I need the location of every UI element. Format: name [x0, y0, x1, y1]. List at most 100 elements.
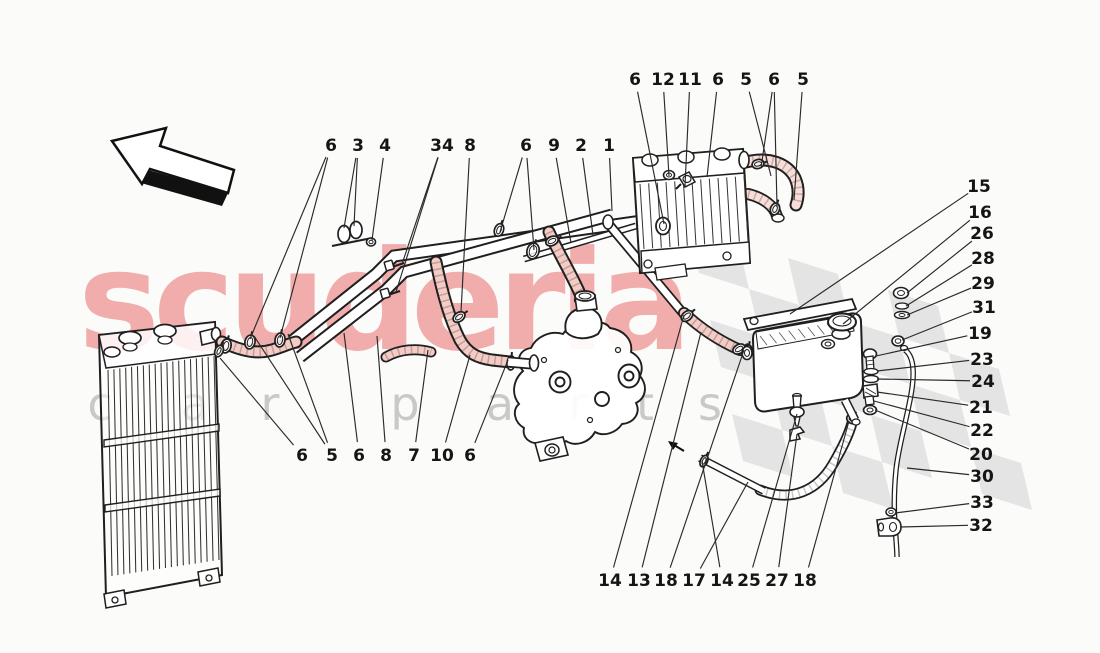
tank-hatch-line	[788, 330, 796, 340]
flag-cell	[949, 353, 1010, 416]
hose-clamp	[213, 341, 225, 358]
callout-5: 5	[797, 70, 809, 90]
radiator-fin	[125, 367, 131, 574]
leader-line	[555, 157, 572, 244]
cooler-hose-upper-core	[741, 155, 803, 210]
callout-13: 13	[627, 571, 651, 591]
coolant-pipes	[287, 208, 686, 363]
leader-line	[876, 391, 969, 406]
clamp-screw	[705, 451, 710, 456]
radiator-hose-core	[217, 337, 301, 357]
leader-line	[906, 467, 970, 476]
radiator-fin	[172, 361, 178, 567]
leader-line	[279, 157, 329, 339]
radiator	[97, 320, 224, 609]
watermark-letter: s	[698, 377, 722, 431]
leader-line	[474, 359, 509, 444]
callout-5: 5	[326, 446, 338, 466]
clamp-screw	[557, 235, 562, 240]
leader-line	[526, 157, 535, 251]
level-sensor	[789, 392, 805, 427]
leader-line	[789, 192, 969, 315]
callout-15: 15	[967, 177, 991, 197]
clamp-screw	[500, 219, 504, 225]
clamp-ring-inner	[454, 313, 464, 321]
cooler-fin	[691, 179, 697, 246]
bleed-pipe-core	[698, 455, 766, 494]
leader-line	[901, 311, 973, 341]
radiator-fin	[166, 362, 172, 568]
flow-arrow-icon	[668, 441, 685, 452]
clamp-ring-inner	[216, 347, 222, 355]
clamp-screw	[691, 308, 696, 313]
cooler-fin	[708, 178, 714, 244]
leader-line	[699, 481, 749, 569]
radiator-fin	[154, 363, 161, 569]
leader-line	[669, 349, 745, 568]
callout-19: 19	[968, 324, 992, 344]
tank-hatch-line	[797, 328, 806, 339]
leader-line	[343, 332, 358, 443]
leader-line	[760, 91, 773, 169]
clamp-ring-inner	[528, 245, 538, 257]
leader-line	[701, 460, 721, 568]
callout-8: 8	[380, 446, 392, 466]
leader-line	[752, 413, 798, 568]
leader-line	[219, 357, 295, 446]
cooler-fin	[648, 183, 654, 249]
leader-line	[609, 157, 613, 212]
leader-line	[873, 400, 970, 428]
cooler-fin	[665, 181, 671, 248]
callout-6: 6	[629, 70, 641, 90]
radiator-fin	[113, 369, 119, 576]
tank-hatch-line	[817, 325, 825, 335]
callout-10: 10	[430, 446, 454, 466]
radiator-fin	[142, 365, 149, 571]
callout-25: 25	[737, 571, 761, 591]
cooler-fin	[639, 183, 645, 250]
callout-6: 6	[464, 446, 476, 466]
tank-drain-hose-core	[756, 419, 856, 499]
clamp-ring-inner	[547, 237, 557, 245]
tank-drain-hose-hatch	[758, 421, 856, 499]
callout-6: 6	[768, 70, 780, 90]
radiator-fin	[160, 362, 167, 569]
leader-line	[842, 219, 971, 325]
callout-2: 2	[575, 136, 587, 156]
radiator-fin	[201, 357, 208, 562]
callout-14: 14	[710, 571, 734, 591]
callout-6: 6	[325, 136, 337, 156]
hose-clamp	[452, 310, 469, 324]
leader-line	[343, 157, 357, 229]
leader-line	[748, 91, 772, 177]
leader-line	[287, 333, 329, 443]
leader-line	[415, 349, 429, 443]
radiator-fin	[189, 359, 196, 564]
radiator-fin	[148, 364, 155, 570]
leader-line	[499, 157, 523, 233]
leader-line	[612, 314, 685, 568]
leader-line	[376, 335, 386, 443]
callout-6: 6	[712, 70, 724, 90]
radiator-fin	[131, 366, 137, 573]
watermark-letter: r	[261, 377, 280, 431]
cooler-fin	[674, 181, 680, 247]
leader-line	[906, 287, 972, 316]
leader-line	[444, 354, 471, 443]
flag-cell	[832, 446, 893, 509]
callout-8: 8	[464, 136, 476, 156]
callout-32: 32	[969, 516, 993, 536]
callout-6: 6	[353, 446, 365, 466]
clamp-screw	[748, 340, 751, 346]
clamp-screw	[744, 342, 749, 347]
leader-line	[582, 157, 594, 236]
leader-line	[395, 157, 439, 293]
callout-34: 34	[430, 136, 454, 156]
clamp-ring-inner	[772, 205, 778, 213]
leader-line	[706, 91, 718, 178]
clamp-ring-inner	[734, 345, 744, 353]
clamp-screw	[463, 310, 469, 315]
flag-cell	[732, 414, 793, 477]
leader-line	[253, 335, 326, 445]
